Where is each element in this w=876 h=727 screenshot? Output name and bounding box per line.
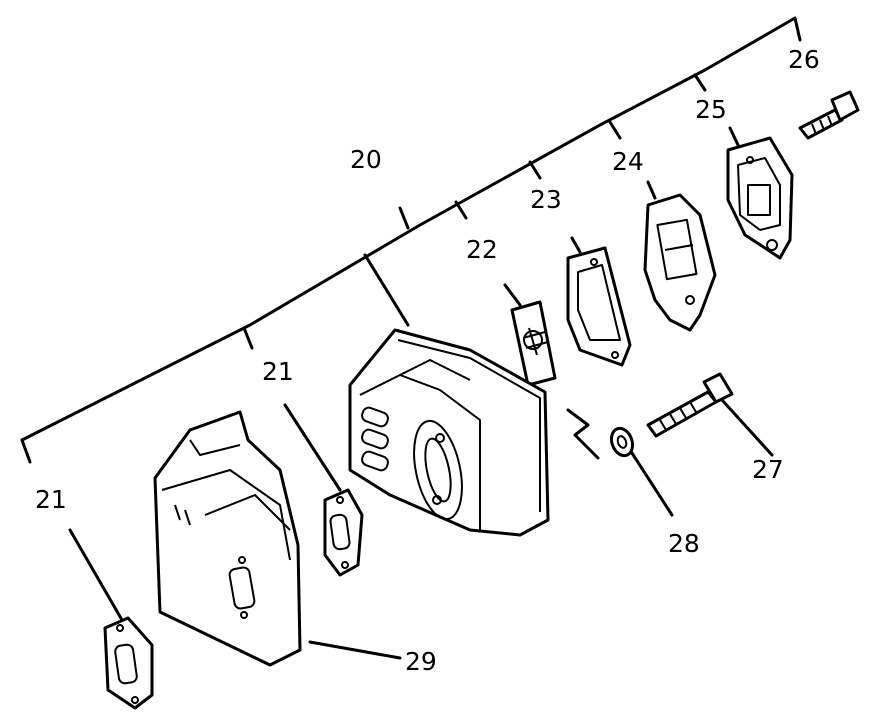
- washer-part: [609, 426, 635, 458]
- assembly-bracket: [20, 16, 802, 464]
- small-gasket-part-lower: [103, 616, 154, 710]
- callout-20: 20: [350, 145, 382, 174]
- callout-22: 22: [466, 235, 498, 264]
- callout-23: 23: [530, 185, 562, 214]
- screw-part: [646, 372, 734, 438]
- callout-27: 27: [752, 455, 784, 484]
- callout-28: 28: [668, 529, 700, 558]
- callout-24: 24: [612, 147, 644, 176]
- callout-29: 29: [405, 647, 437, 676]
- heat-shield-part: [153, 410, 302, 667]
- callout-26: 26: [788, 45, 820, 74]
- leader-lines: [68, 126, 774, 660]
- screen-part: [510, 300, 557, 387]
- callout-21-middle: 21: [262, 357, 294, 386]
- plate-part: [643, 193, 717, 332]
- bolt-part: [798, 90, 860, 140]
- muffler-part: [348, 328, 550, 537]
- callout-25: 25: [695, 95, 727, 124]
- callout-21-lower: 21: [35, 485, 67, 514]
- bracket-part: [726, 136, 794, 260]
- gasket-part: [566, 246, 632, 367]
- small-gasket-part: [323, 488, 364, 577]
